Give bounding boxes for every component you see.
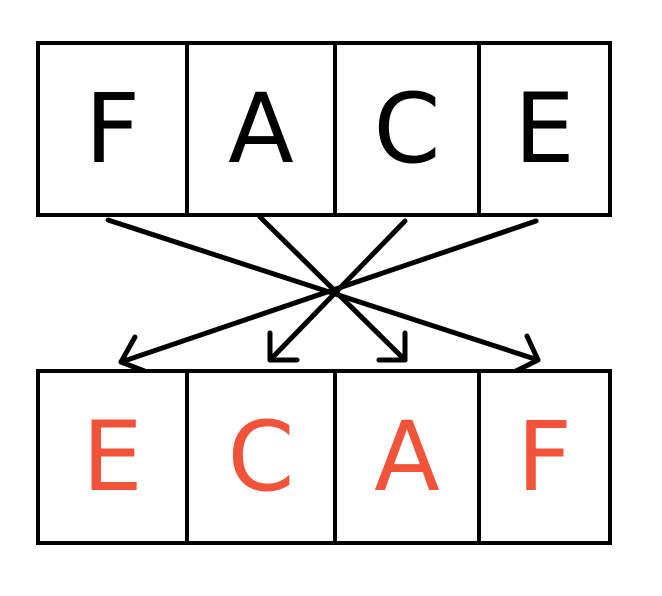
arrowhead-right-2 [376, 330, 408, 363]
bottom-cell-1: E [82, 401, 143, 513]
top-cell-2: A [185, 45, 333, 213]
arrowhead-left-1 [118, 334, 150, 375]
bottom-cell-3: A [333, 373, 477, 541]
top-cell-1: F [84, 73, 141, 185]
arrow-f-to-last [105, 217, 541, 363]
top-cell-3: C [333, 45, 477, 213]
top-word-row: F A C E [36, 41, 612, 217]
bottom-cell-2: C [185, 373, 333, 541]
bottom-cell-4: F [477, 373, 608, 541]
bottom-word-row: E C A F [36, 369, 612, 545]
top-cell-4: E [477, 45, 608, 213]
arrowhead-right-1 [511, 333, 541, 375]
arrow-e-to-first [118, 218, 539, 365]
arrowhead-left-2 [267, 330, 300, 363]
